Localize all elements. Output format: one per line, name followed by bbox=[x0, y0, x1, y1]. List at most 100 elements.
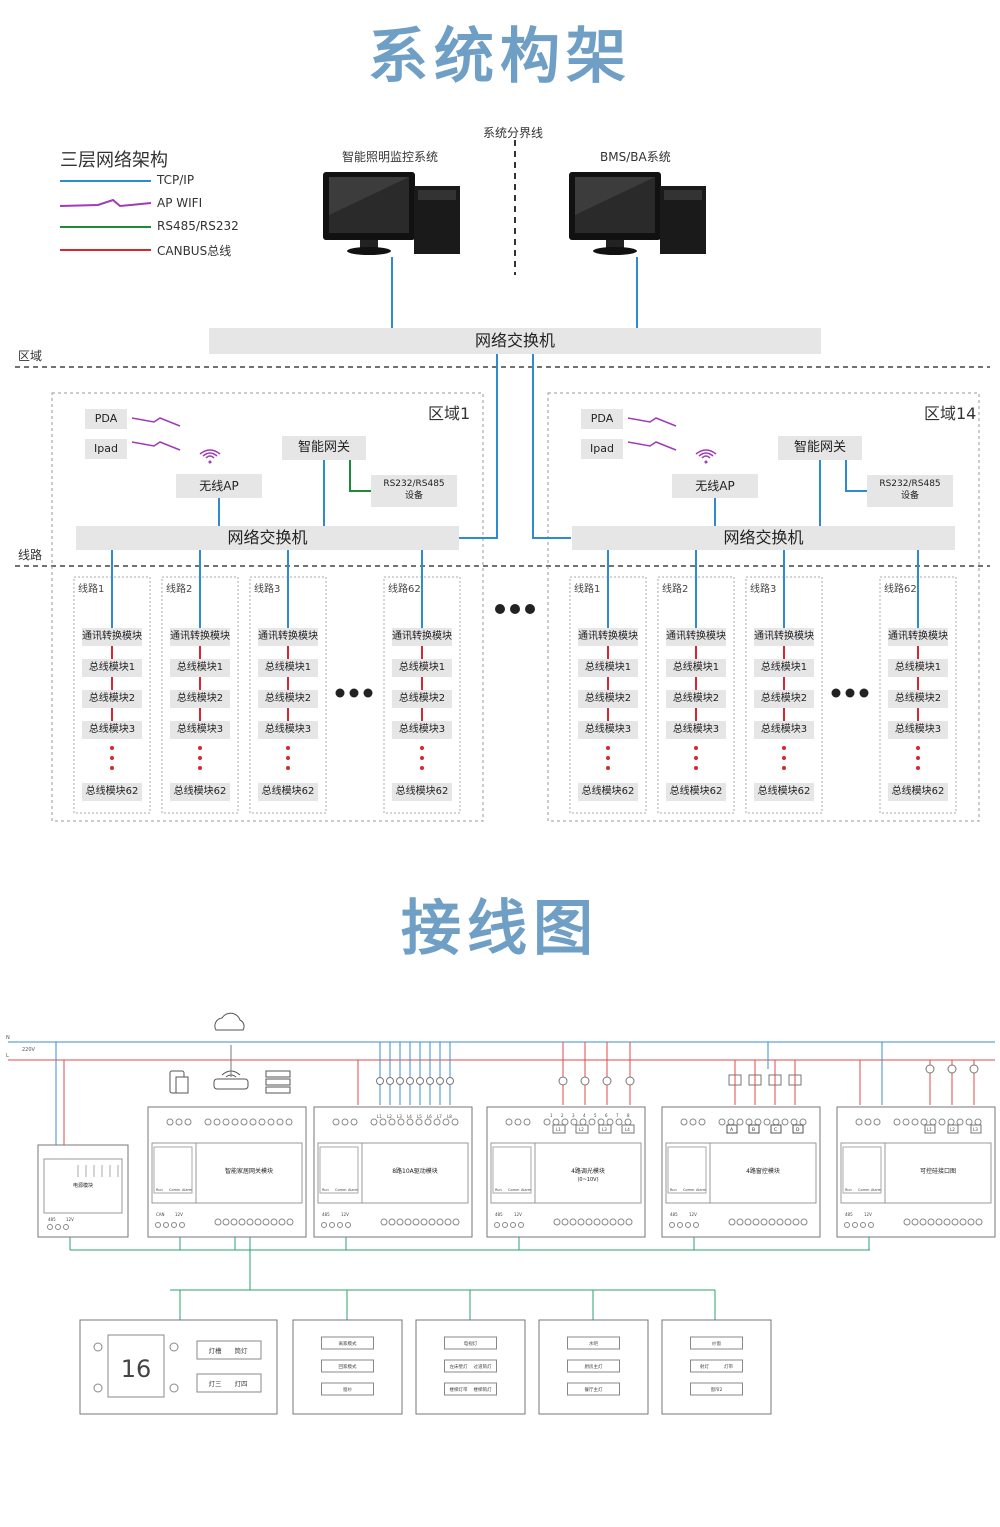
line-label: 线路2 bbox=[166, 584, 193, 595]
relay-output-label: L2 bbox=[387, 1114, 392, 1119]
mains-l-label: L bbox=[6, 1053, 9, 1059]
line-label: 线路1 bbox=[78, 584, 105, 595]
scr-channel-label: L2 bbox=[950, 1127, 955, 1132]
bus-module: 总线模块3 bbox=[666, 721, 726, 739]
dimmer-channel-label: L4 bbox=[625, 1127, 630, 1132]
wireless-ap-box: 无线AP bbox=[672, 474, 758, 498]
relay-output-label: L7 bbox=[437, 1114, 442, 1119]
line-label: 线路3 bbox=[750, 584, 777, 595]
status-label: Run bbox=[156, 1188, 163, 1192]
bus-module: 总线模块62 bbox=[888, 783, 948, 801]
terminal-label: 485 bbox=[845, 1212, 853, 1217]
panel-button-label: 厨房主灯 bbox=[585, 1363, 603, 1370]
relay-output-label: L8 bbox=[447, 1114, 452, 1119]
dimmer-output-label: 6 bbox=[605, 1113, 608, 1118]
bus-module: 总线模块3 bbox=[754, 721, 814, 739]
terminal-label: 485 bbox=[48, 1217, 56, 1222]
dimmer-channel-label: L3 bbox=[602, 1127, 607, 1132]
terminal-label: 12V bbox=[66, 1217, 74, 1222]
bus-module: 总线模块62 bbox=[170, 783, 230, 801]
status-label: Alarm bbox=[182, 1188, 193, 1192]
bus-module: 总线模块2 bbox=[666, 690, 726, 708]
zone-name: 区域14 bbox=[924, 404, 977, 423]
dimmer-output-label: 4 bbox=[583, 1113, 586, 1118]
ellipsis-dots bbox=[420, 746, 424, 770]
zone-name: 区域1 bbox=[428, 404, 471, 423]
legend-swatch bbox=[60, 249, 151, 251]
bus-module: 通讯转换模块 bbox=[754, 628, 814, 646]
curtain-channel-label: A bbox=[730, 1127, 734, 1133]
smart-gateway-box: 智能网关 bbox=[778, 436, 862, 460]
bus-module: 总线模块1 bbox=[170, 659, 230, 677]
terminal-label: 12V bbox=[341, 1212, 349, 1217]
bus-module: 总线模块1 bbox=[754, 659, 814, 677]
bus-module: 总线模块3 bbox=[578, 721, 638, 739]
wifi-icon bbox=[199, 449, 221, 464]
panel-button-label: 灯三 bbox=[209, 1379, 223, 1388]
panel-button-label: 楼梯灯带 bbox=[450, 1386, 468, 1393]
line-label: 线路1 bbox=[574, 584, 601, 595]
dimmer-output-label: 3 bbox=[572, 1113, 575, 1118]
status-label: Comm bbox=[335, 1188, 347, 1192]
relay-output-label: L4 bbox=[407, 1114, 412, 1119]
computer-left-icon bbox=[323, 172, 460, 255]
module-label: 4路窗控模块 bbox=[746, 1167, 780, 1175]
wiring-module: 电源模块 485 12V bbox=[37, 1144, 129, 1238]
tier-label-zone: 区域 bbox=[18, 349, 43, 363]
relay-output-label: L3 bbox=[397, 1114, 402, 1119]
panel-button-label: 灯四 bbox=[235, 1379, 248, 1388]
wifi-signal-line bbox=[131, 417, 181, 427]
panel-button-label: 射灯 bbox=[700, 1363, 709, 1370]
status-label: Comm bbox=[169, 1188, 181, 1192]
line-label: 线路2 bbox=[662, 584, 689, 595]
curtain-channel-label: B bbox=[752, 1127, 755, 1133]
legend-title: 三层网络架构 bbox=[60, 150, 168, 171]
terminal-label: 485 bbox=[322, 1212, 330, 1217]
legend-swatch bbox=[60, 180, 151, 182]
ellipsis-dots bbox=[782, 746, 786, 770]
legend-label: TCP/IP bbox=[157, 173, 195, 187]
status-label: Run bbox=[495, 1188, 502, 1192]
panel-button-label: 筒灯 bbox=[235, 1346, 249, 1355]
dimmer-output-label: 7 bbox=[616, 1113, 619, 1118]
dimmer-output-label: 5 bbox=[594, 1113, 597, 1118]
bus-module: 总线模块2 bbox=[578, 690, 638, 708]
panel-button-label: 过道筒灯 bbox=[474, 1363, 492, 1370]
terminal-label: 12V bbox=[864, 1212, 872, 1217]
cloud-icon bbox=[214, 1012, 245, 1031]
panel-button-label: 纱窗 bbox=[712, 1340, 721, 1347]
module-label: 智能家居网关模块 bbox=[225, 1167, 273, 1175]
pda-box: PDA bbox=[85, 409, 127, 429]
switch-panel: 电视灯左床壁灯过道筒灯楼梯灯带楼梯筒灯 bbox=[415, 1319, 526, 1415]
computer-right-icon bbox=[569, 172, 706, 255]
status-label: Alarm bbox=[521, 1188, 532, 1192]
terminal-label: 12V bbox=[175, 1212, 183, 1217]
main-network-switch: 网络交换机 bbox=[209, 328, 821, 354]
terminal-label: 12V bbox=[689, 1212, 697, 1217]
dimmer-channel-label: L2 bbox=[579, 1127, 584, 1132]
pda-box: PDA bbox=[581, 409, 623, 429]
bus-module: 总线模块62 bbox=[258, 783, 318, 801]
panel-button-label: 餐厅主灯 bbox=[585, 1386, 603, 1393]
bus-module: 通讯转换模块 bbox=[170, 628, 230, 646]
status-label: Comm bbox=[683, 1188, 695, 1192]
module-label: 电源模块 bbox=[73, 1182, 93, 1189]
bus-module: 通讯转换模块 bbox=[392, 628, 452, 646]
mains-n-label: N bbox=[6, 1035, 10, 1041]
bus-module: 通讯转换模块 bbox=[888, 628, 948, 646]
tier-label-line: 线路 bbox=[18, 548, 43, 562]
bus-module: 总线模块1 bbox=[82, 659, 142, 677]
panel-button-label: 左床壁灯 bbox=[450, 1363, 468, 1370]
section-title-architecture: 系统构架 bbox=[368, 22, 632, 92]
ellipsis-dots bbox=[198, 746, 202, 770]
legend-swatch bbox=[59, 199, 152, 208]
bus-module: 总线模块2 bbox=[170, 690, 230, 708]
bus-module: 总线模块1 bbox=[392, 659, 452, 677]
panel-button-label: 水吧 bbox=[589, 1340, 598, 1347]
bus-module: 总线模块3 bbox=[82, 721, 142, 739]
bus-module: 通讯转换模块 bbox=[258, 628, 318, 646]
bus-module: 总线模块1 bbox=[888, 659, 948, 677]
module-label: 可控硅接口图 bbox=[920, 1167, 956, 1175]
